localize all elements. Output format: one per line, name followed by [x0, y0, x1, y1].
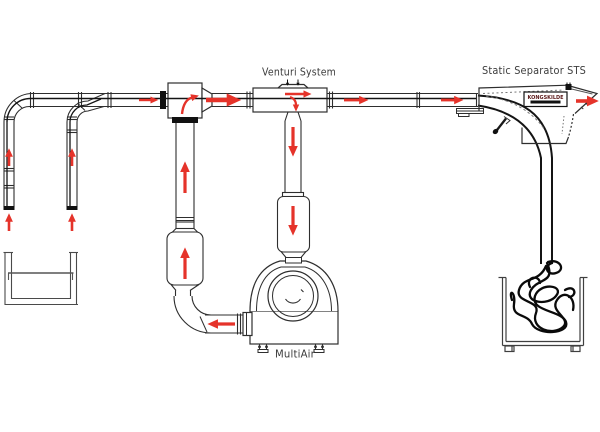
bin-foot-right — [570, 345, 581, 353]
pickup-duct-1 — [3, 92, 33, 210]
venturi-unit — [252, 79, 328, 122]
venturi-turn-down-arrow — [289, 95, 300, 112]
venturi-bleed-ports — [285, 79, 300, 86]
separator-material-duct — [477, 94, 553, 264]
material-tangle — [509, 260, 576, 334]
scrap-bin — [498, 276, 588, 353]
separator-brand-plate: KONGSKILDE — [523, 91, 568, 108]
separator-handle — [492, 116, 511, 135]
blower-outlet-pipe — [205, 313, 243, 335]
multiair-blower — [242, 260, 339, 353]
separator-body — [478, 84, 599, 145]
venturi-system-label: Venturi System — [262, 66, 336, 79]
return-riser-pipe — [175, 123, 195, 222]
brand-plate-text: KONGSKILDE — [528, 95, 565, 101]
junction-inlet-flange — [160, 91, 166, 109]
bin-foot-left — [504, 345, 515, 353]
pickup-duct-2 — [66, 92, 106, 210]
venturi-branch-pipe — [284, 121, 302, 193]
pipe-centre-line — [6, 97, 476, 123]
outlet-elbow — [173, 290, 212, 334]
junction-bottom-flange — [172, 117, 198, 123]
pickup-2-merge-line — [69, 98, 102, 123]
pickup-1-nozzle — [3, 206, 15, 210]
collection-tray — [3, 251, 78, 306]
static-separator: KONGSKILDE — [456, 82, 599, 264]
transport-pipe-to-separator — [327, 91, 478, 109]
pickup-line-pipe — [29, 91, 168, 109]
separator-top-latch — [565, 82, 572, 90]
air-junction-box — [167, 82, 213, 123]
inlet-silencer — [276, 191, 311, 264]
separator-air-outlet-chute — [567, 84, 599, 114]
blower-outlet-flange — [242, 311, 253, 337]
separator-inlet-bracket — [456, 108, 484, 117]
blower-foot-right — [313, 344, 325, 353]
junction-turn-right-arrow — [180, 94, 199, 115]
blower-fan-housing — [267, 270, 319, 322]
static-separator-label: Static Separator STS — [482, 64, 586, 77]
blower-foot-left — [257, 344, 269, 353]
flow-arrows — [5, 90, 599, 329]
outlet-silencer — [166, 221, 204, 291]
multiair-label: MultiAir — [275, 348, 315, 361]
pickup-2-nozzle — [66, 206, 78, 210]
